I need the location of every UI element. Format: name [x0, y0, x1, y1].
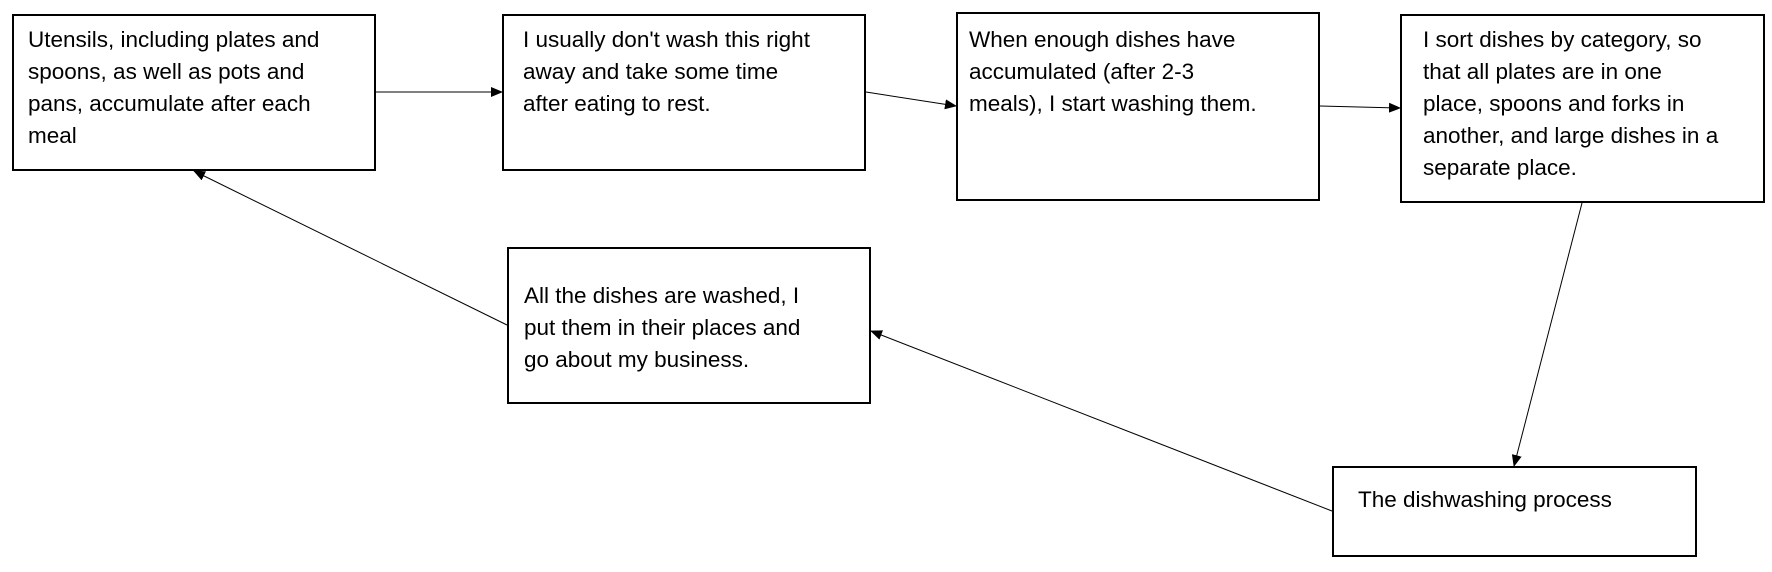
- step-start-washing-box: When enough dishes have accumulated (aft…: [956, 12, 1320, 201]
- arrow-dishwashing-to-washed: [870, 330, 1333, 512]
- arrow-start-washing-to-sort: [1319, 102, 1401, 113]
- arrow-washed-to-accumulate: [193, 170, 508, 326]
- step-sort-dishes-box: I sort dishes by category, so that all p…: [1400, 14, 1765, 203]
- arrow-rest-to-start-washing: [865, 91, 957, 110]
- arrow-sort-to-dishwashing: [1511, 202, 1583, 467]
- step-rest-after-eating-box: I usually don't wash this right away and…: [502, 14, 866, 171]
- step-dishwashing-process-box: The dishwashing process: [1332, 466, 1697, 557]
- step-dishes-washed-box: All the dishes are washed, I put them in…: [507, 247, 871, 404]
- step-dishes-accumulate-box: Utensils, including plates and spoons, a…: [12, 14, 376, 171]
